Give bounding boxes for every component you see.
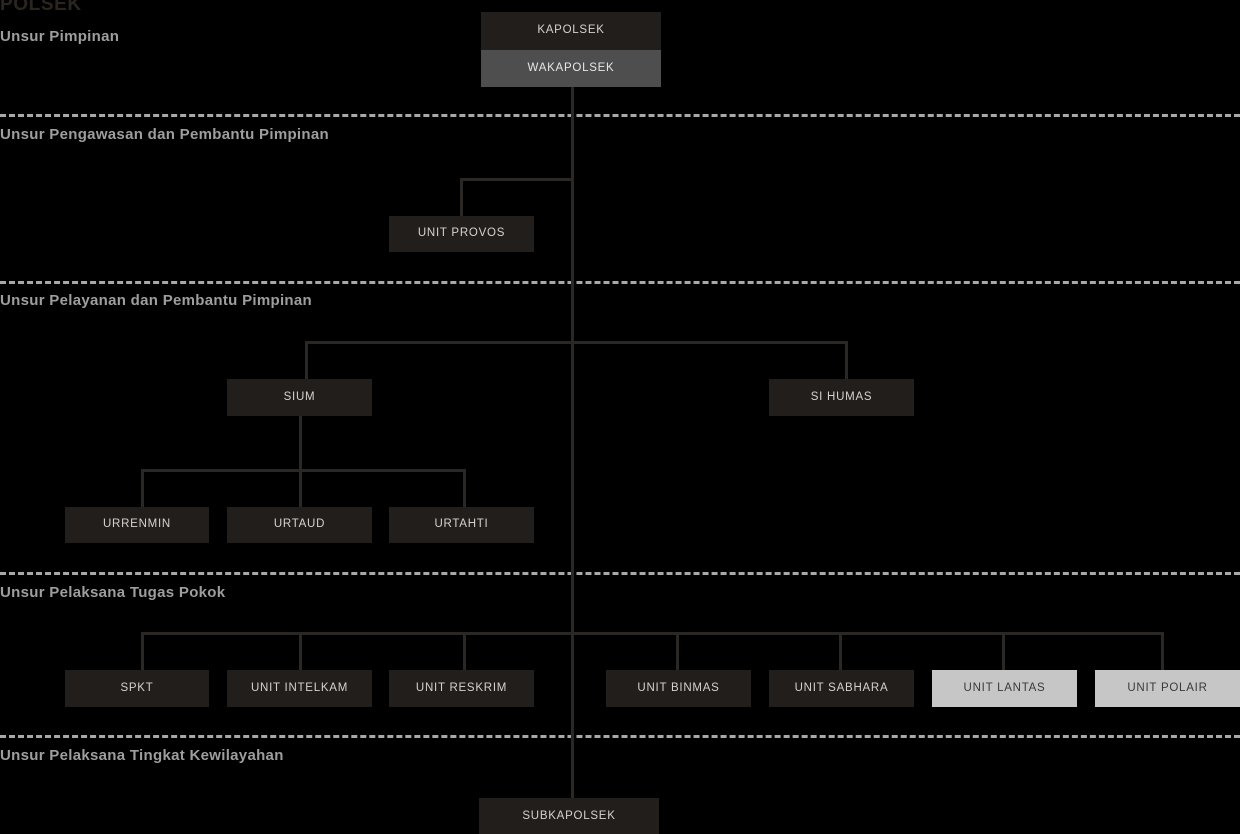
- org-node-kapolsek[interactable]: KAPOLSEK: [481, 12, 661, 50]
- connector-sium-children-horizontal: [141, 469, 466, 472]
- connector-provos-drop: [460, 178, 463, 216]
- org-node-unit-reskrim[interactable]: UNIT RESKRIM: [389, 670, 534, 707]
- connector-sium-drop: [305, 341, 308, 379]
- band-label-kewilayahan: Unsur Pelaksana Tingkat Kewilayahan: [0, 747, 284, 764]
- band-label-tugas-pokok: Unsur Pelaksana Tugas Pokok: [0, 584, 226, 601]
- connector-sium-stem: [299, 416, 302, 469]
- org-node-unit-polair[interactable]: UNIT POLAIR: [1095, 670, 1240, 707]
- connector-main-unit-drop-4: [839, 632, 842, 670]
- org-node-unit-binmas[interactable]: UNIT BINMAS: [606, 670, 751, 707]
- band-divider-kewilayahan: [0, 735, 1240, 738]
- org-node-unit-sabhara[interactable]: UNIT SABHARA: [769, 670, 914, 707]
- connector-main-spine: [571, 87, 574, 798]
- org-node-unit-lantas[interactable]: UNIT LANTAS: [932, 670, 1077, 707]
- connector-main-unit-drop-3: [676, 632, 679, 670]
- band-divider-tugas-pokok: [0, 572, 1240, 575]
- org-node-wakapolsek[interactable]: WAKAPOLSEK: [481, 50, 661, 87]
- connector-sium-child-drop-1: [299, 469, 302, 507]
- org-node-si-humas[interactable]: SI HUMAS: [769, 379, 914, 416]
- connector-main-unit-drop-6: [1161, 632, 1164, 670]
- connector-provos-horizontal: [460, 178, 573, 181]
- connector-services-horizontal: [305, 341, 847, 344]
- band-divider-pelayanan: [0, 281, 1240, 284]
- band-label-pelayanan: Unsur Pelayanan dan Pembantu Pimpinan: [0, 292, 313, 309]
- org-node-unit-intelkam[interactable]: UNIT INTELKAM: [227, 670, 372, 707]
- page-title: POLSEK: [0, 0, 82, 15]
- org-node-urtaud[interactable]: URTAUD: [227, 507, 372, 543]
- connector-main-unit-drop-2: [463, 632, 466, 670]
- band-label-pimpinan: Unsur Pimpinan: [0, 28, 120, 45]
- connector-main-units-horizontal: [141, 632, 1163, 635]
- band-label-pengawasan: Unsur Pengawasan dan Pembantu Pimpinan: [0, 126, 329, 143]
- connector-main-unit-drop-0: [141, 632, 144, 670]
- connector-main-unit-drop-1: [299, 632, 302, 670]
- connector-main-unit-drop-5: [1002, 632, 1005, 670]
- org-node-urtahti[interactable]: URTAHTI: [389, 507, 534, 543]
- org-node-unit-provos[interactable]: UNIT PROVOS: [389, 216, 534, 252]
- connector-sihumas-drop: [845, 341, 848, 379]
- band-divider-pengawasan: [0, 114, 1240, 117]
- org-node-sium[interactable]: SIUM: [227, 379, 372, 416]
- connector-sium-child-drop-0: [141, 469, 144, 507]
- org-node-spkt[interactable]: SPKT: [65, 670, 209, 707]
- connector-sium-child-drop-2: [463, 469, 466, 507]
- org-node-subkapolsek[interactable]: SUBKAPOLSEK: [479, 798, 659, 834]
- org-node-urrenmin[interactable]: URRENMIN: [65, 507, 209, 543]
